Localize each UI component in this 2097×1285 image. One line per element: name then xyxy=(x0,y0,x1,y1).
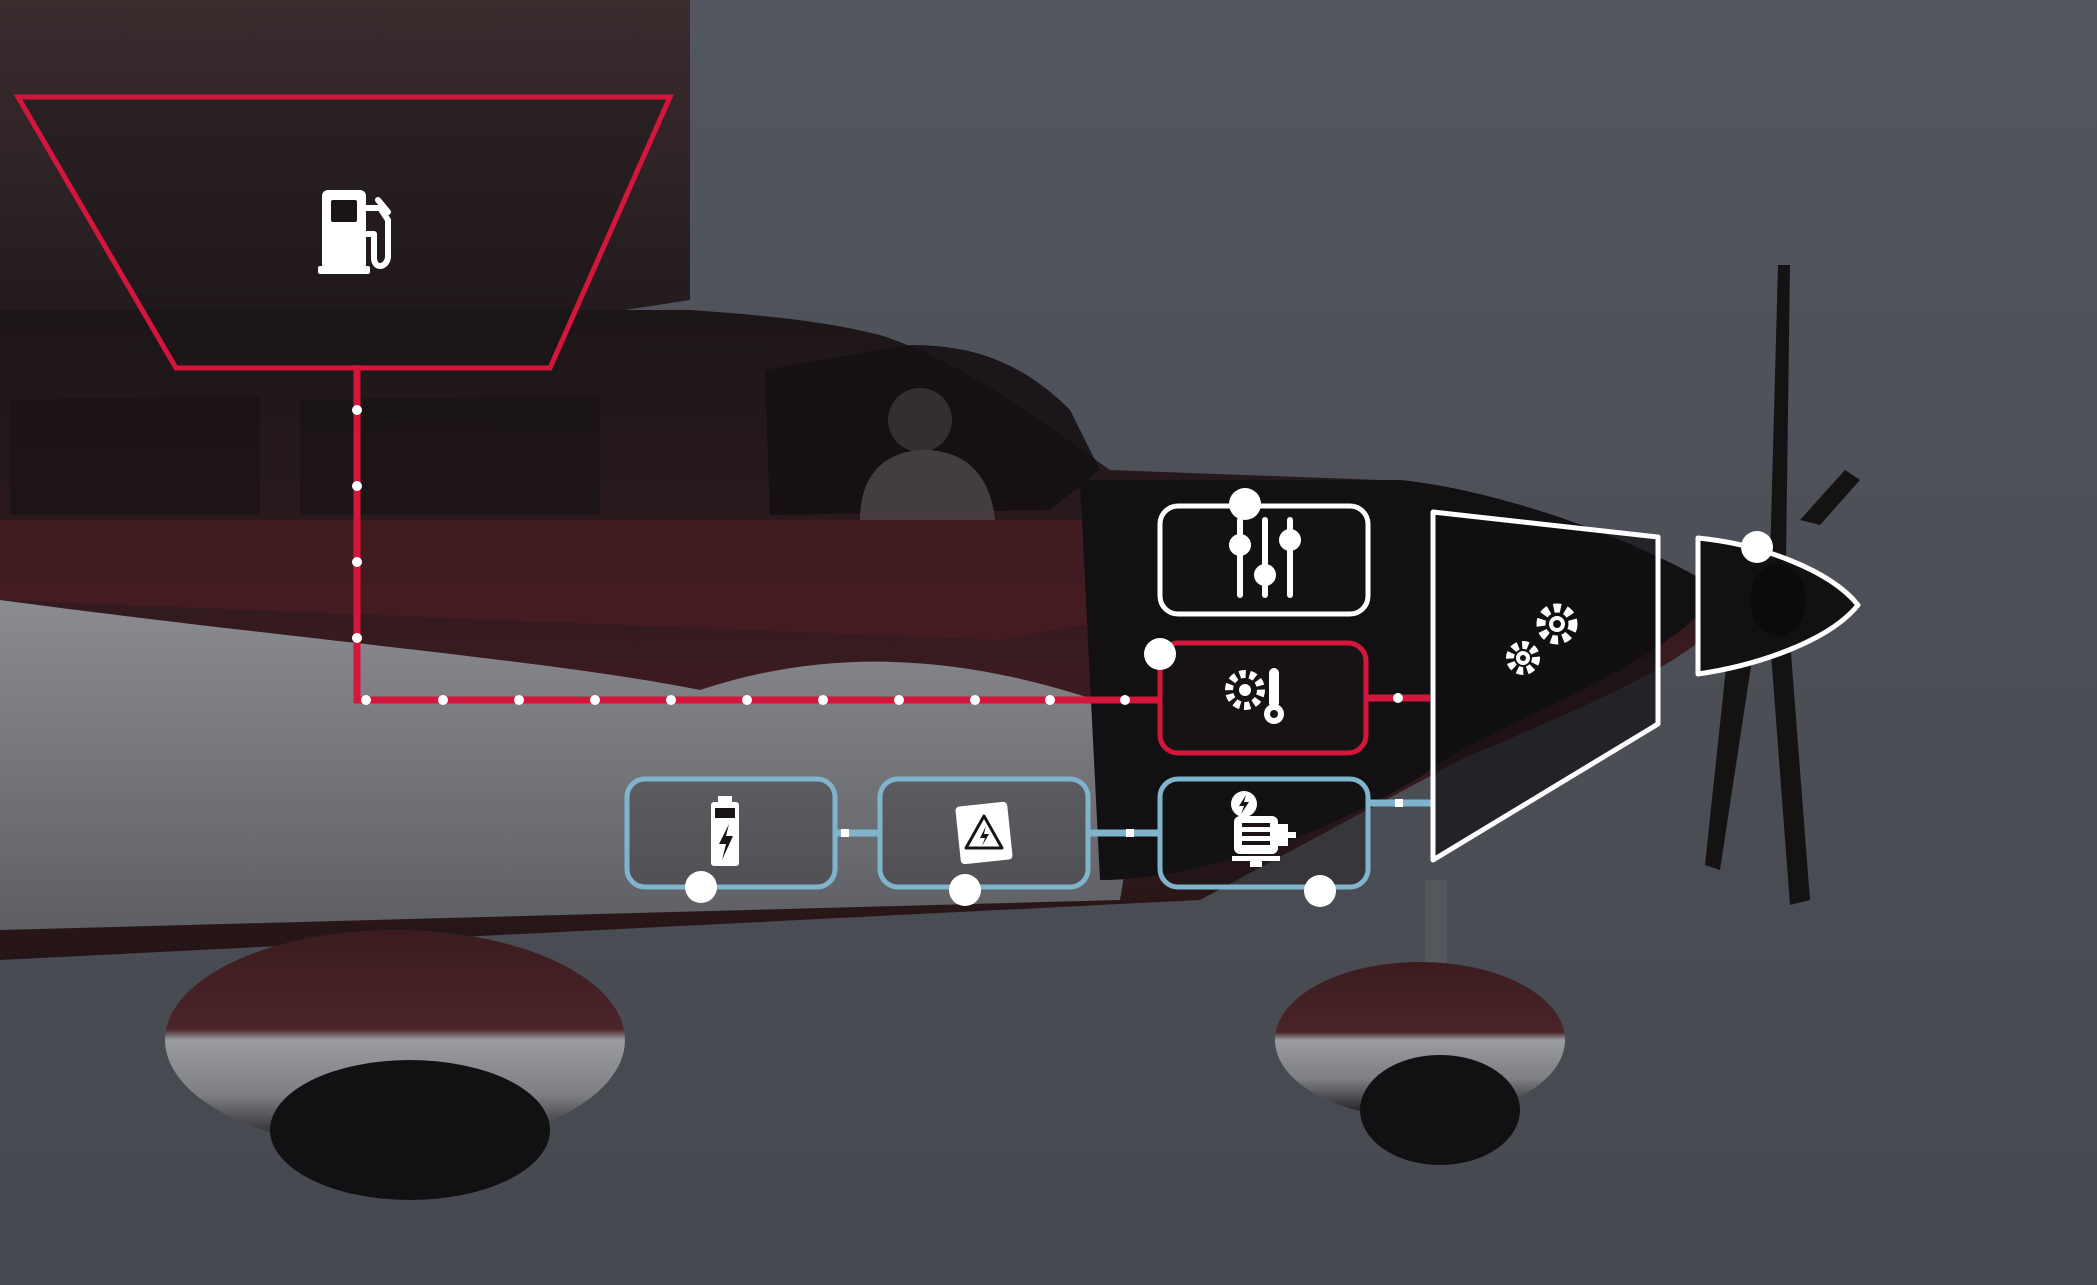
thermal-engine-connector xyxy=(1144,638,1176,670)
battery-icon xyxy=(711,796,739,866)
pilot xyxy=(860,388,995,520)
sliders-icon xyxy=(1229,517,1301,598)
high-voltage-icon xyxy=(955,801,1013,865)
propeller-blades xyxy=(1705,265,1860,905)
propeller-spinner[interactable] xyxy=(1695,531,1861,677)
fuel-line-dots xyxy=(352,405,1403,705)
battery-connector xyxy=(685,871,717,903)
controller-box[interactable] xyxy=(1157,488,1371,617)
electric-motor-connector xyxy=(1304,875,1336,907)
main-wheel xyxy=(165,930,625,1200)
thermal-engine-box[interactable] xyxy=(1144,638,1369,756)
gear-thermometer-icon xyxy=(1225,668,1284,724)
controller-connector xyxy=(1229,488,1261,520)
power-electronics-box[interactable] xyxy=(877,776,1091,906)
rear-window-2 xyxy=(300,395,600,515)
battery-box[interactable] xyxy=(624,776,838,903)
power-electronics-connector xyxy=(949,874,981,906)
nose-wheel xyxy=(1275,880,1565,1165)
fuselage-belly xyxy=(0,600,1150,930)
spinner-connector xyxy=(1741,531,1773,563)
gears-icon xyxy=(1506,603,1578,675)
fuel-tank[interactable] xyxy=(13,94,674,371)
fuel-pump-icon xyxy=(318,190,391,274)
electric-motor-box[interactable] xyxy=(1157,776,1371,907)
electric-line-dots xyxy=(841,799,1403,837)
rear-window xyxy=(10,395,260,515)
gearbox[interactable] xyxy=(1430,509,1661,863)
electric-motor-icon xyxy=(1231,791,1296,867)
